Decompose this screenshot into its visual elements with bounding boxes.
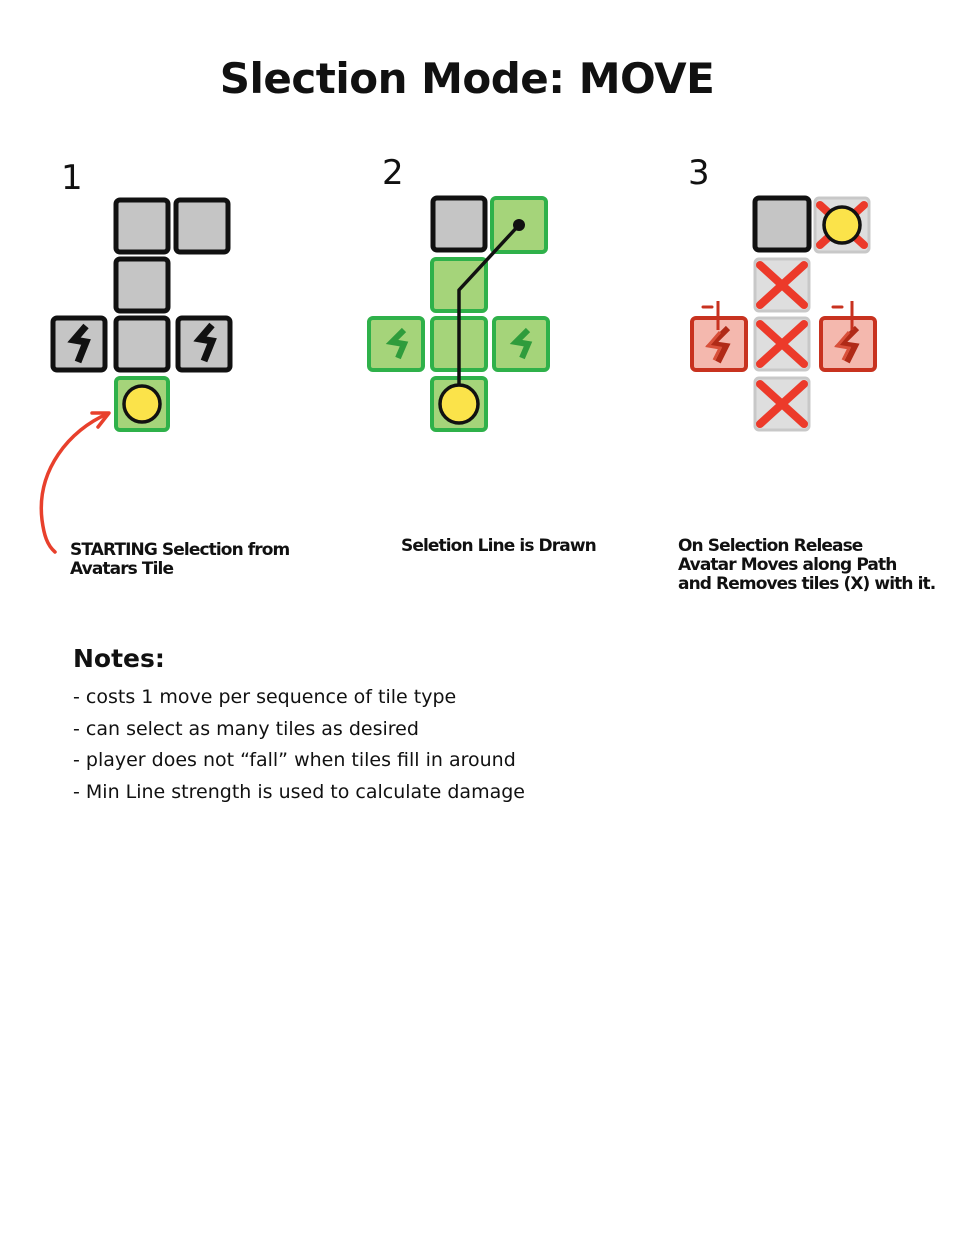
gray-tile — [113, 197, 171, 255]
caption-line: and Removes tiles (X) with it. — [678, 574, 936, 594]
caption-line: Avatars Tile — [70, 559, 174, 579]
caption-line: STARTING Selection from — [70, 540, 290, 560]
note-item: - player does not “fall” when tiles fill… — [73, 749, 516, 771]
selection-line — [457, 223, 521, 404]
step-2-caption: Seletion Line is Drawn — [401, 536, 597, 556]
step-1-number: 1 — [61, 158, 83, 198]
step-3-caption: On Selection Release Avatar Moves along … — [678, 536, 936, 594]
page-title: Slection Mode: MOVE — [219, 54, 715, 103]
panel-2 — [367, 195, 550, 432]
line-end-dot — [513, 219, 525, 231]
cracked-gray-tile — [175, 315, 233, 373]
gray-tile — [113, 256, 171, 314]
step-1-caption: STARTING Selection from Avatars Tile — [70, 540, 290, 579]
notes-list: - costs 1 move per sequence of tile type… — [73, 682, 525, 808]
avatar-token-icon — [438, 383, 480, 425]
note-item: - costs 1 move per sequence of tile type — [73, 686, 457, 708]
gray-tile — [173, 197, 231, 255]
note-item: - can select as many tiles as desired — [73, 717, 419, 740]
arrow-head-icon — [90, 411, 111, 429]
note-item: - Min Line strength is used to calculate… — [73, 780, 525, 803]
caption-line: Seletion Line is Drawn — [401, 536, 597, 556]
notes-heading: Notes: — [73, 644, 165, 673]
caption-line: On Selection Release — [678, 536, 863, 556]
curved-arrow-icon — [39, 412, 109, 554]
avatar-token-icon — [822, 205, 862, 245]
gray-tile — [113, 315, 171, 373]
panel-3 — [690, 195, 877, 432]
gray-tile — [430, 195, 488, 253]
panel-1 — [39, 197, 233, 554]
avatar-token-icon — [122, 384, 162, 424]
step-3-number: 3 — [688, 153, 710, 193]
step-2-number: 2 — [382, 153, 404, 193]
caption-line: Avatar Moves along Path — [678, 555, 897, 575]
gray-tile — [752, 195, 812, 253]
